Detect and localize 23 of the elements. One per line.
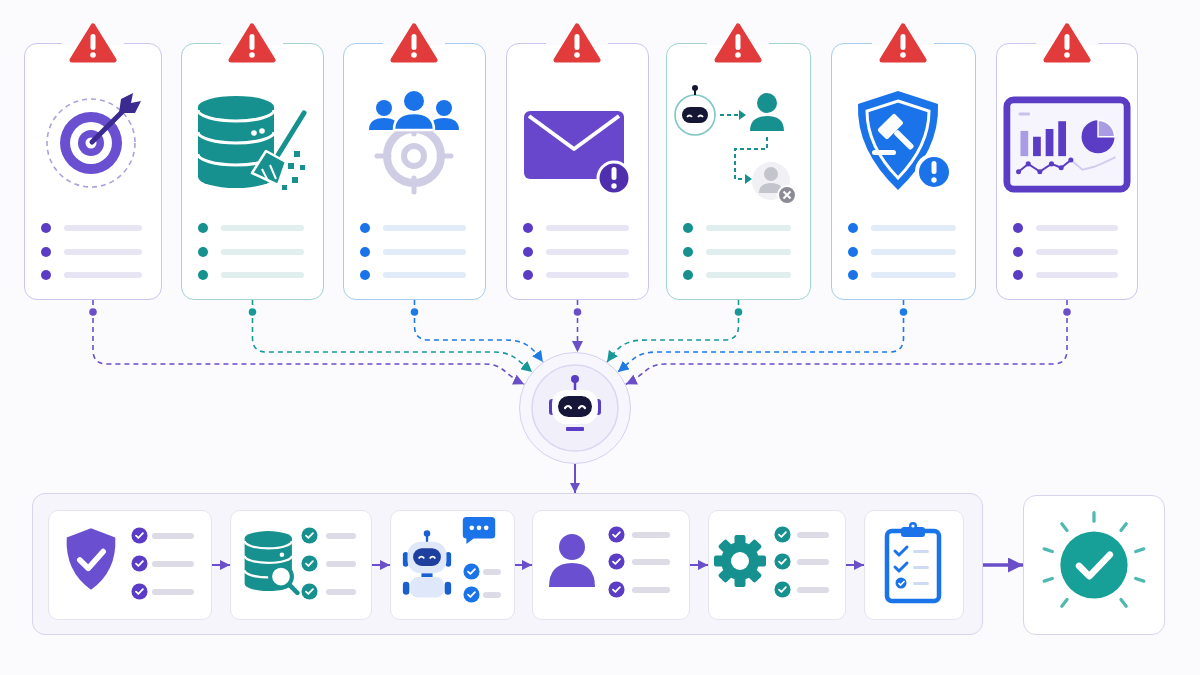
hub-circle bbox=[519, 352, 631, 464]
step-card bbox=[863, 509, 964, 620]
result-card bbox=[1023, 495, 1165, 635]
arrow bbox=[570, 463, 580, 494]
arrow bbox=[689, 560, 709, 570]
step-card bbox=[47, 509, 212, 620]
arrow bbox=[371, 560, 391, 570]
process-panel bbox=[32, 493, 983, 635]
dashed-arrow bbox=[572, 299, 583, 353]
dashed-arrow bbox=[606, 299, 743, 363]
step-card bbox=[531, 509, 690, 620]
dashed-arrow bbox=[410, 299, 544, 363]
arrow bbox=[514, 560, 533, 570]
step-card bbox=[229, 509, 372, 620]
dashed-arrow bbox=[617, 299, 908, 373]
dashed-arrow bbox=[89, 299, 525, 386]
arrow bbox=[845, 560, 865, 570]
dashed-arrow bbox=[248, 299, 533, 373]
dashed-arrow bbox=[625, 299, 1071, 386]
step-card bbox=[389, 509, 515, 620]
arrow bbox=[211, 560, 231, 570]
step-card bbox=[707, 509, 846, 620]
arrow bbox=[983, 557, 1023, 573]
